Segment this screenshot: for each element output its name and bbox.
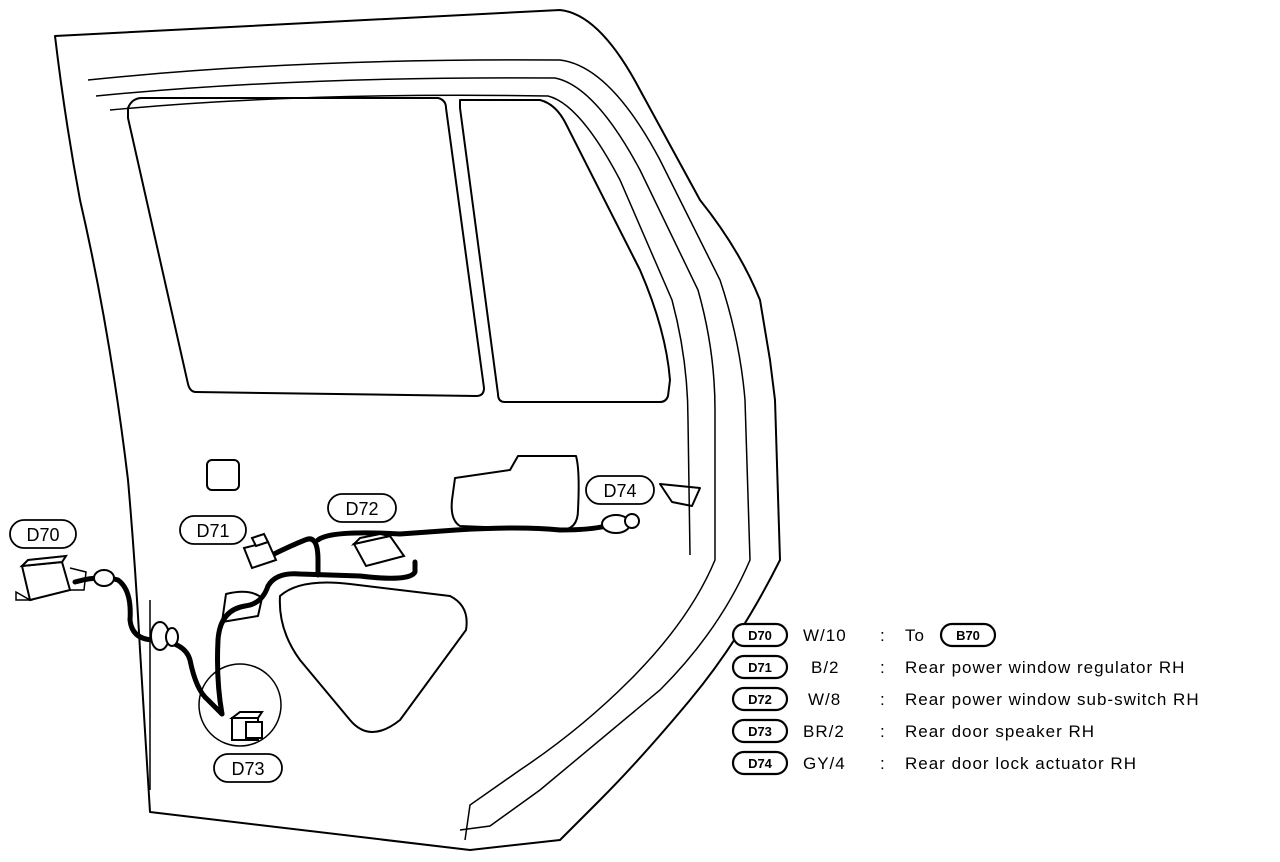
connector-d73	[229, 711, 264, 741]
legend-wire: B/2	[811, 658, 840, 677]
legend-wire: GY/4	[803, 754, 846, 773]
callout-d73-label: D73	[231, 759, 264, 779]
door-outline	[54, 9, 781, 851]
callout-d74: D74	[585, 475, 655, 505]
wiring-harness	[72, 523, 609, 717]
connector-legend: D70 W/10 : To B70 D71 B/2 : Rear power w…	[731, 622, 1200, 776]
legend-wire: W/10	[803, 626, 847, 645]
legend-badge: D72	[731, 686, 789, 712]
legend-ref-badge: B70	[939, 622, 997, 648]
svg-text:D70: D70	[748, 628, 772, 643]
callout-d70: D70	[9, 519, 77, 549]
connector-d70	[15, 554, 115, 602]
legend-badge: D71	[731, 654, 789, 680]
svg-text:D74: D74	[748, 756, 773, 771]
legend-row: D70 W/10 : To B70	[731, 622, 997, 648]
legend-separator: :	[880, 626, 886, 645]
svg-text:D72: D72	[748, 692, 772, 707]
legend-row: D74 GY/4 : Rear door lock actuator RH	[731, 750, 1137, 776]
svg-text:B70: B70	[956, 628, 980, 643]
callout-d72: D72	[327, 493, 397, 523]
legend-description: Rear power window sub-switch RH	[905, 690, 1200, 709]
legend-separator: :	[880, 722, 886, 741]
connector-d71	[242, 532, 278, 570]
legend-badge: D74	[731, 750, 789, 776]
connector-d72	[350, 532, 406, 568]
legend-row: D71 B/2 : Rear power window regulator RH	[731, 654, 1185, 680]
callout-d74-label: D74	[603, 481, 636, 501]
legend-badge: D70	[731, 622, 789, 648]
legend-wire: W/8	[808, 690, 841, 709]
callout-d71-label: D71	[196, 521, 229, 541]
svg-text:D71: D71	[748, 660, 772, 675]
legend-description: To	[905, 626, 925, 645]
legend-description: Rear door lock actuator RH	[905, 754, 1137, 773]
door-openings	[198, 455, 701, 747]
legend-description: Rear door speaker RH	[905, 722, 1095, 741]
legend-badge: D73	[731, 718, 789, 744]
legend-row: D72 W/8 : Rear power window sub-switch R…	[731, 686, 1200, 712]
callout-d71: D71	[179, 515, 247, 545]
legend-row: D73 BR/2 : Rear door speaker RH	[731, 718, 1095, 744]
grommet	[150, 621, 179, 651]
connectors	[15, 513, 640, 741]
svg-text:D73: D73	[748, 724, 772, 739]
window-frame	[127, 97, 671, 403]
legend-separator: :	[880, 754, 886, 773]
legend-separator: :	[880, 658, 886, 677]
connector-d74	[601, 513, 640, 534]
legend-wire: BR/2	[803, 722, 845, 741]
legend-description: Rear power window regulator RH	[905, 658, 1185, 677]
callout-d70-label: D70	[26, 525, 59, 545]
callout-d73: D73	[213, 753, 283, 783]
callout-d72-label: D72	[345, 499, 378, 519]
legend-separator: :	[880, 690, 886, 709]
